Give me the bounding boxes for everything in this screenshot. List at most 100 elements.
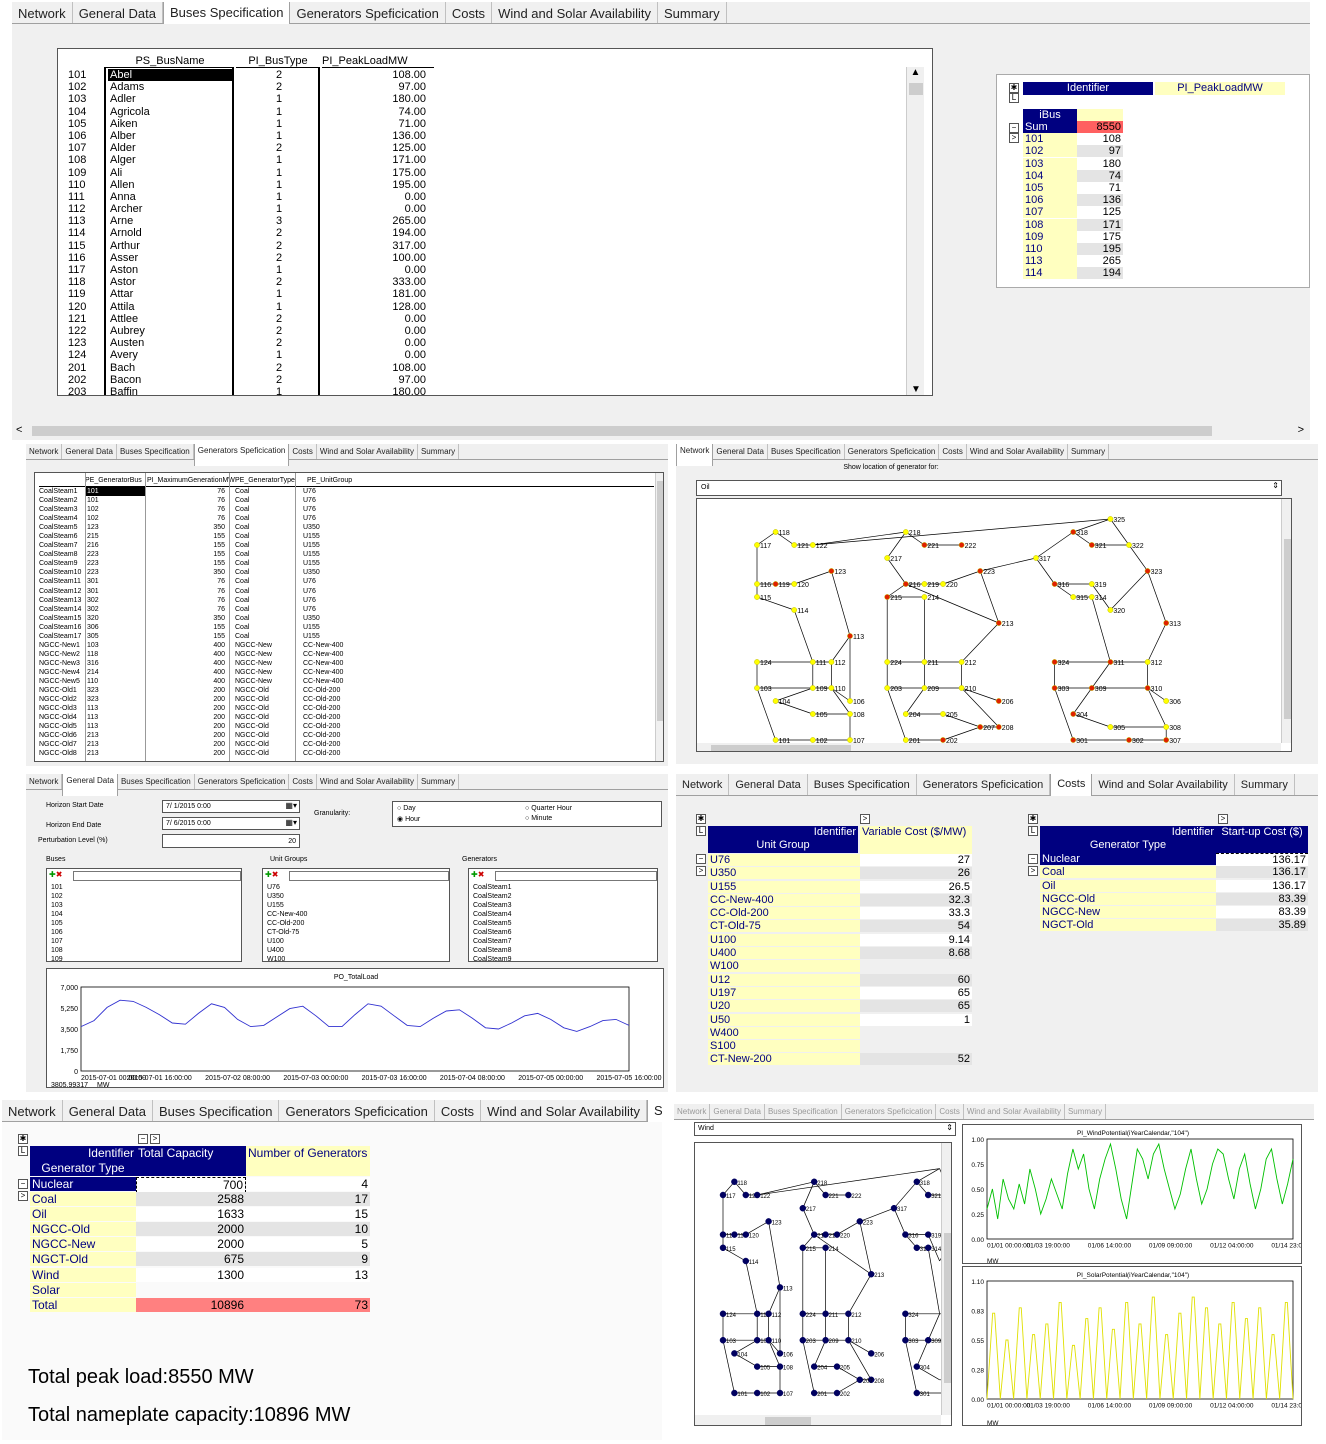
bus-type[interactable]: 1 [275,300,283,313]
gen-bus[interactable]: 101 [85,487,145,496]
pivot-value[interactable]: 195 [1077,242,1123,255]
bus-name[interactable]: Aubrey [110,324,145,337]
list-item[interactable]: CoalSteam4 [473,911,512,918]
tab-network[interactable]: Network [26,774,63,789]
peak-load[interactable]: 128.00 [392,300,426,313]
peak-load[interactable]: 195.00 [392,178,426,191]
bus-type[interactable]: 1 [275,129,283,142]
gen-unitgroup[interactable]: CC-New-400 [303,677,344,685]
tab-buses-specification[interactable]: Buses Specification [163,2,291,24]
tab-wind-and-solar-availability[interactable]: Wind and Solar Availability [317,774,418,789]
tab-costs[interactable]: Costs [1050,774,1093,796]
tab-generators-speficication[interactable]: Generators Speficication [195,774,290,789]
bus-type[interactable]: 1 [275,203,283,216]
gen-type[interactable]: Coal [235,587,250,595]
bus-name[interactable]: Alger [110,154,136,167]
gen-bus[interactable]: 113 [87,723,99,731]
pivot-value[interactable]: 83.39 [1216,892,1308,905]
tab-network[interactable]: Network [674,1104,711,1119]
scroll-up-icon[interactable]: ▲ [910,67,921,78]
pivot-value[interactable]: 52 [860,1053,972,1066]
gen-type[interactable]: Coal [235,488,250,495]
bus-type[interactable]: 1 [275,349,283,362]
gen-bus[interactable]: 213 [87,741,99,749]
gen-max[interactable]: 76 [217,596,225,604]
bus-name[interactable]: Anna [110,190,136,203]
count-value[interactable]: 5 [246,1237,370,1252]
gen-bus[interactable]: 215 [87,533,99,541]
buses-hscroll[interactable]: < > [12,424,1310,438]
gen-type[interactable]: Coal [235,560,250,568]
perturbation-input[interactable]: 20 [162,834,300,848]
tab-costs[interactable]: Costs [939,444,967,459]
scroll-down-icon[interactable]: ▼ [911,384,921,395]
list-item[interactable]: CC-New-400 [267,911,308,918]
gen-bus[interactable]: 305 [87,632,99,640]
gen-unitgroup[interactable]: U76 [303,515,316,523]
net-hscroll[interactable] [695,1415,941,1425]
bus-type[interactable]: 2 [275,142,283,155]
bus-type[interactable]: 1 [275,105,283,118]
pivot-value[interactable]: 27 [860,854,972,866]
peak-load[interactable]: 180.00 [392,385,426,396]
delete-icon[interactable]: ✖ [477,870,485,879]
tab-costs[interactable]: Costs [435,1100,482,1121]
gen-unitgroup[interactable]: U76 [303,605,316,613]
gen-bus[interactable]: 103 [87,641,99,649]
tab-general-data[interactable]: General Data [63,1100,154,1121]
list-item[interactable]: CoalSteam5 [473,920,512,927]
bus-name[interactable]: Asser [110,251,139,264]
gen-max[interactable]: 155 [213,623,225,631]
bus-type[interactable]: 1 [275,385,283,396]
tab-network[interactable]: Network [26,444,63,459]
gen-type[interactable]: NGCC-Old [235,705,269,713]
left-icon[interactable]: L [18,1146,28,1156]
gen-bus[interactable]: 213 [87,750,99,758]
gen-unitgroup[interactable]: U155 [303,623,320,631]
gen-type[interactable]: Coal [235,542,250,550]
bus-type[interactable]: 1 [275,190,283,203]
gen-type[interactable]: NGCC-New [235,641,272,649]
expand-right-icon[interactable]: > [860,814,870,824]
gen-type[interactable]: NGCC-Old [235,723,269,731]
gen-type[interactable]: NGCC-New [235,650,272,658]
bus-type[interactable]: 2 [275,373,283,386]
gen-unitgroup[interactable]: U155 [303,632,320,640]
count-value[interactable]: 73 [246,1297,370,1312]
tab-costs[interactable]: Costs [289,444,317,459]
tab-buses-specification[interactable]: Buses Specification [118,774,195,789]
gen-bus[interactable]: 223 [87,569,99,577]
net-hscroll[interactable] [697,743,1281,751]
tab-network[interactable]: Network [2,1100,63,1121]
tab-general-data[interactable]: General Data [62,444,117,459]
bus-name[interactable]: Alder [110,142,136,155]
pivot-value[interactable]: 9.14 [860,933,972,946]
calendar-icon[interactable]: ▦▾ [285,801,297,810]
list-item[interactable]: 103 [51,902,63,909]
tab-generators-speficication[interactable]: Generators Speficication [193,444,290,466]
list-item[interactable]: 102 [51,893,63,900]
peak-load[interactable]: 71.00 [398,117,426,130]
capacity-value[interactable]: 675 [136,1252,246,1267]
bus-type[interactable]: 2 [275,69,283,81]
